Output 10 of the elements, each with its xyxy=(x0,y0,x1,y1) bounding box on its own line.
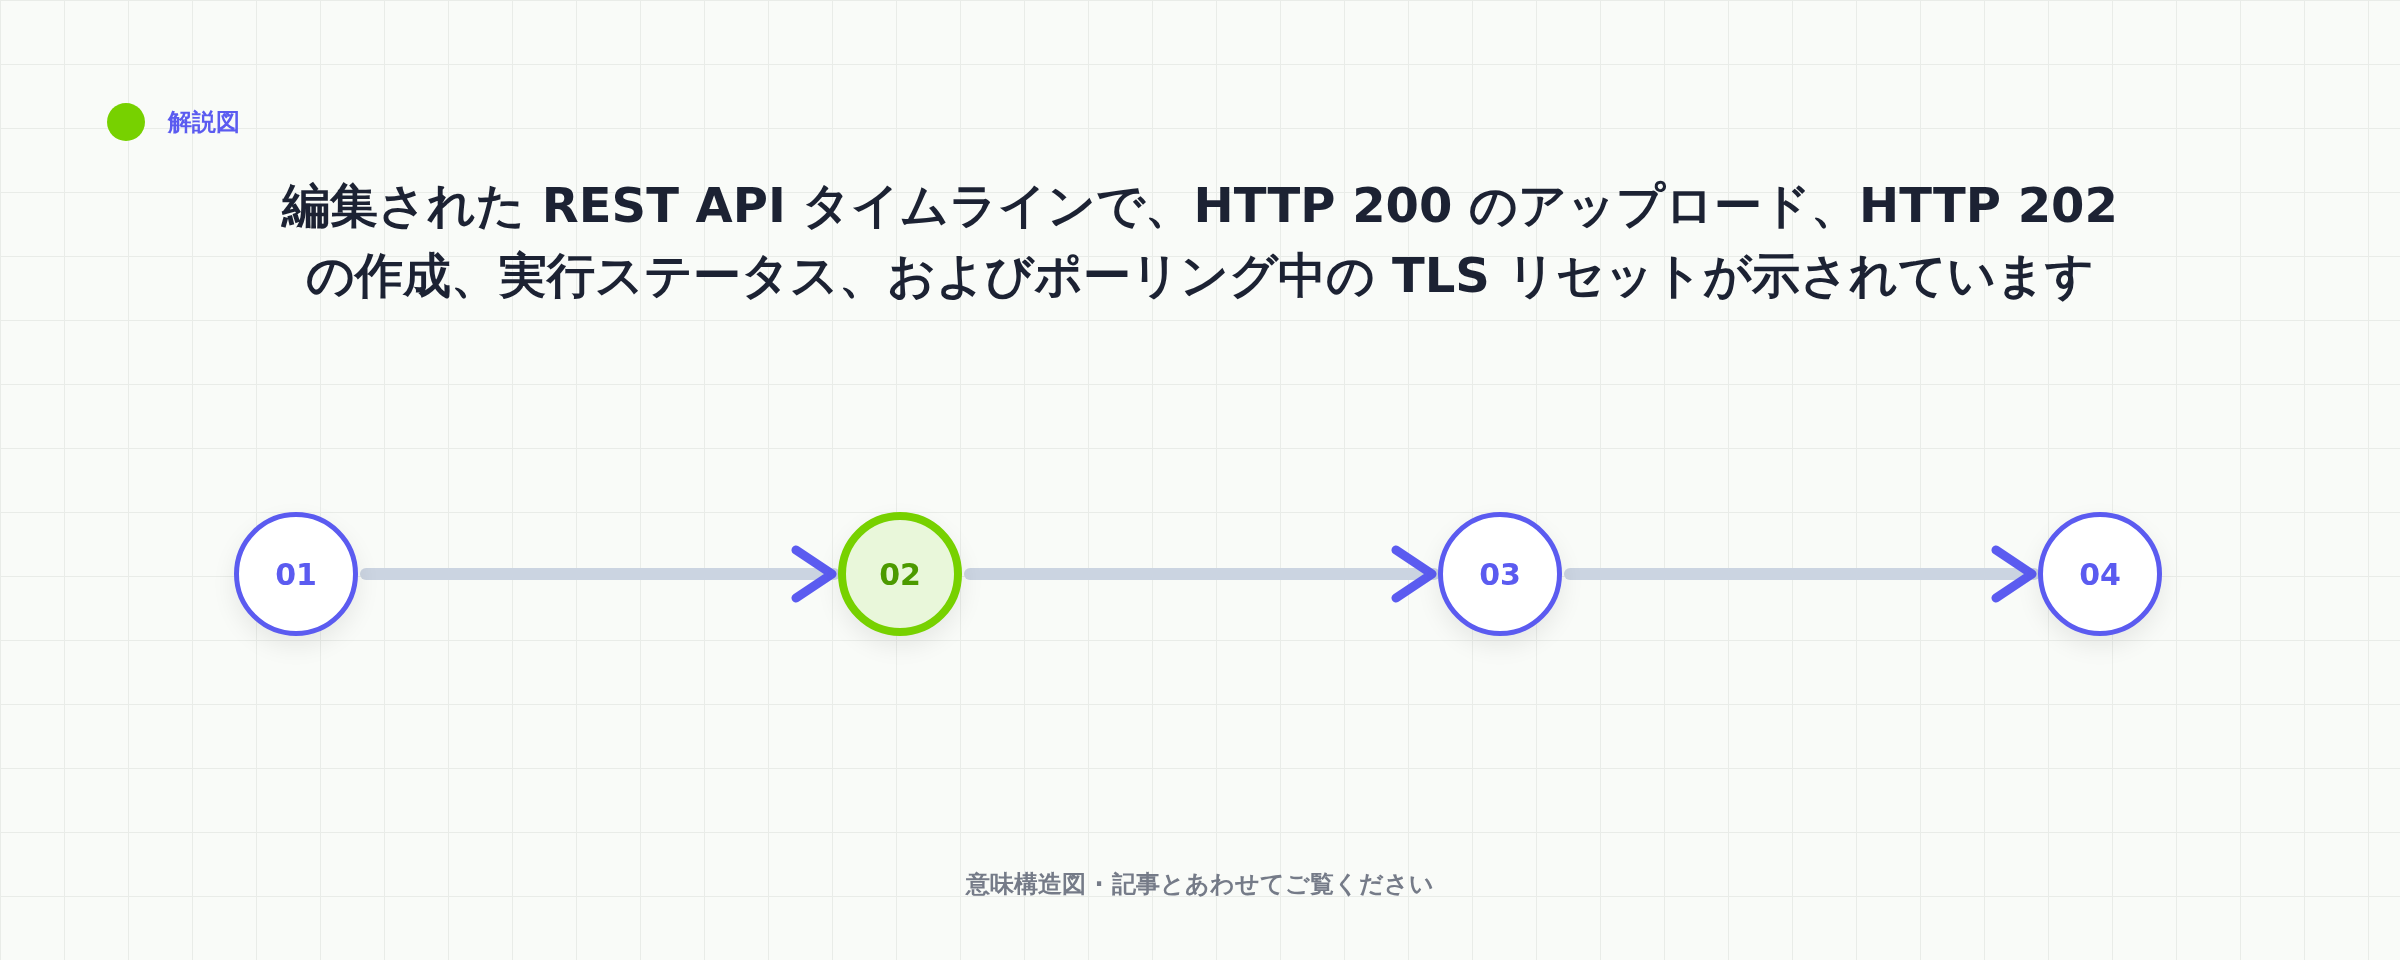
title: 編集された REST API タイムラインで、HTTP 200 のアップロード、HTTP 202 の作成、実行ステータス、およびポーリング中の TLS リセットが示されています xyxy=(280,176,2119,305)
step-circle: 03 xyxy=(1438,512,1562,636)
arrow xyxy=(1564,545,2040,603)
step-circle: 02 xyxy=(838,512,962,636)
step-circle: 04 xyxy=(2038,512,2162,636)
arrow xyxy=(964,545,1440,603)
step-circle: 01 xyxy=(234,512,358,636)
caption-label: 解説図 xyxy=(168,107,240,138)
footer-note: 意味構造図 · 記事とあわせてご覧ください xyxy=(964,869,1435,900)
arrow xyxy=(360,545,840,603)
